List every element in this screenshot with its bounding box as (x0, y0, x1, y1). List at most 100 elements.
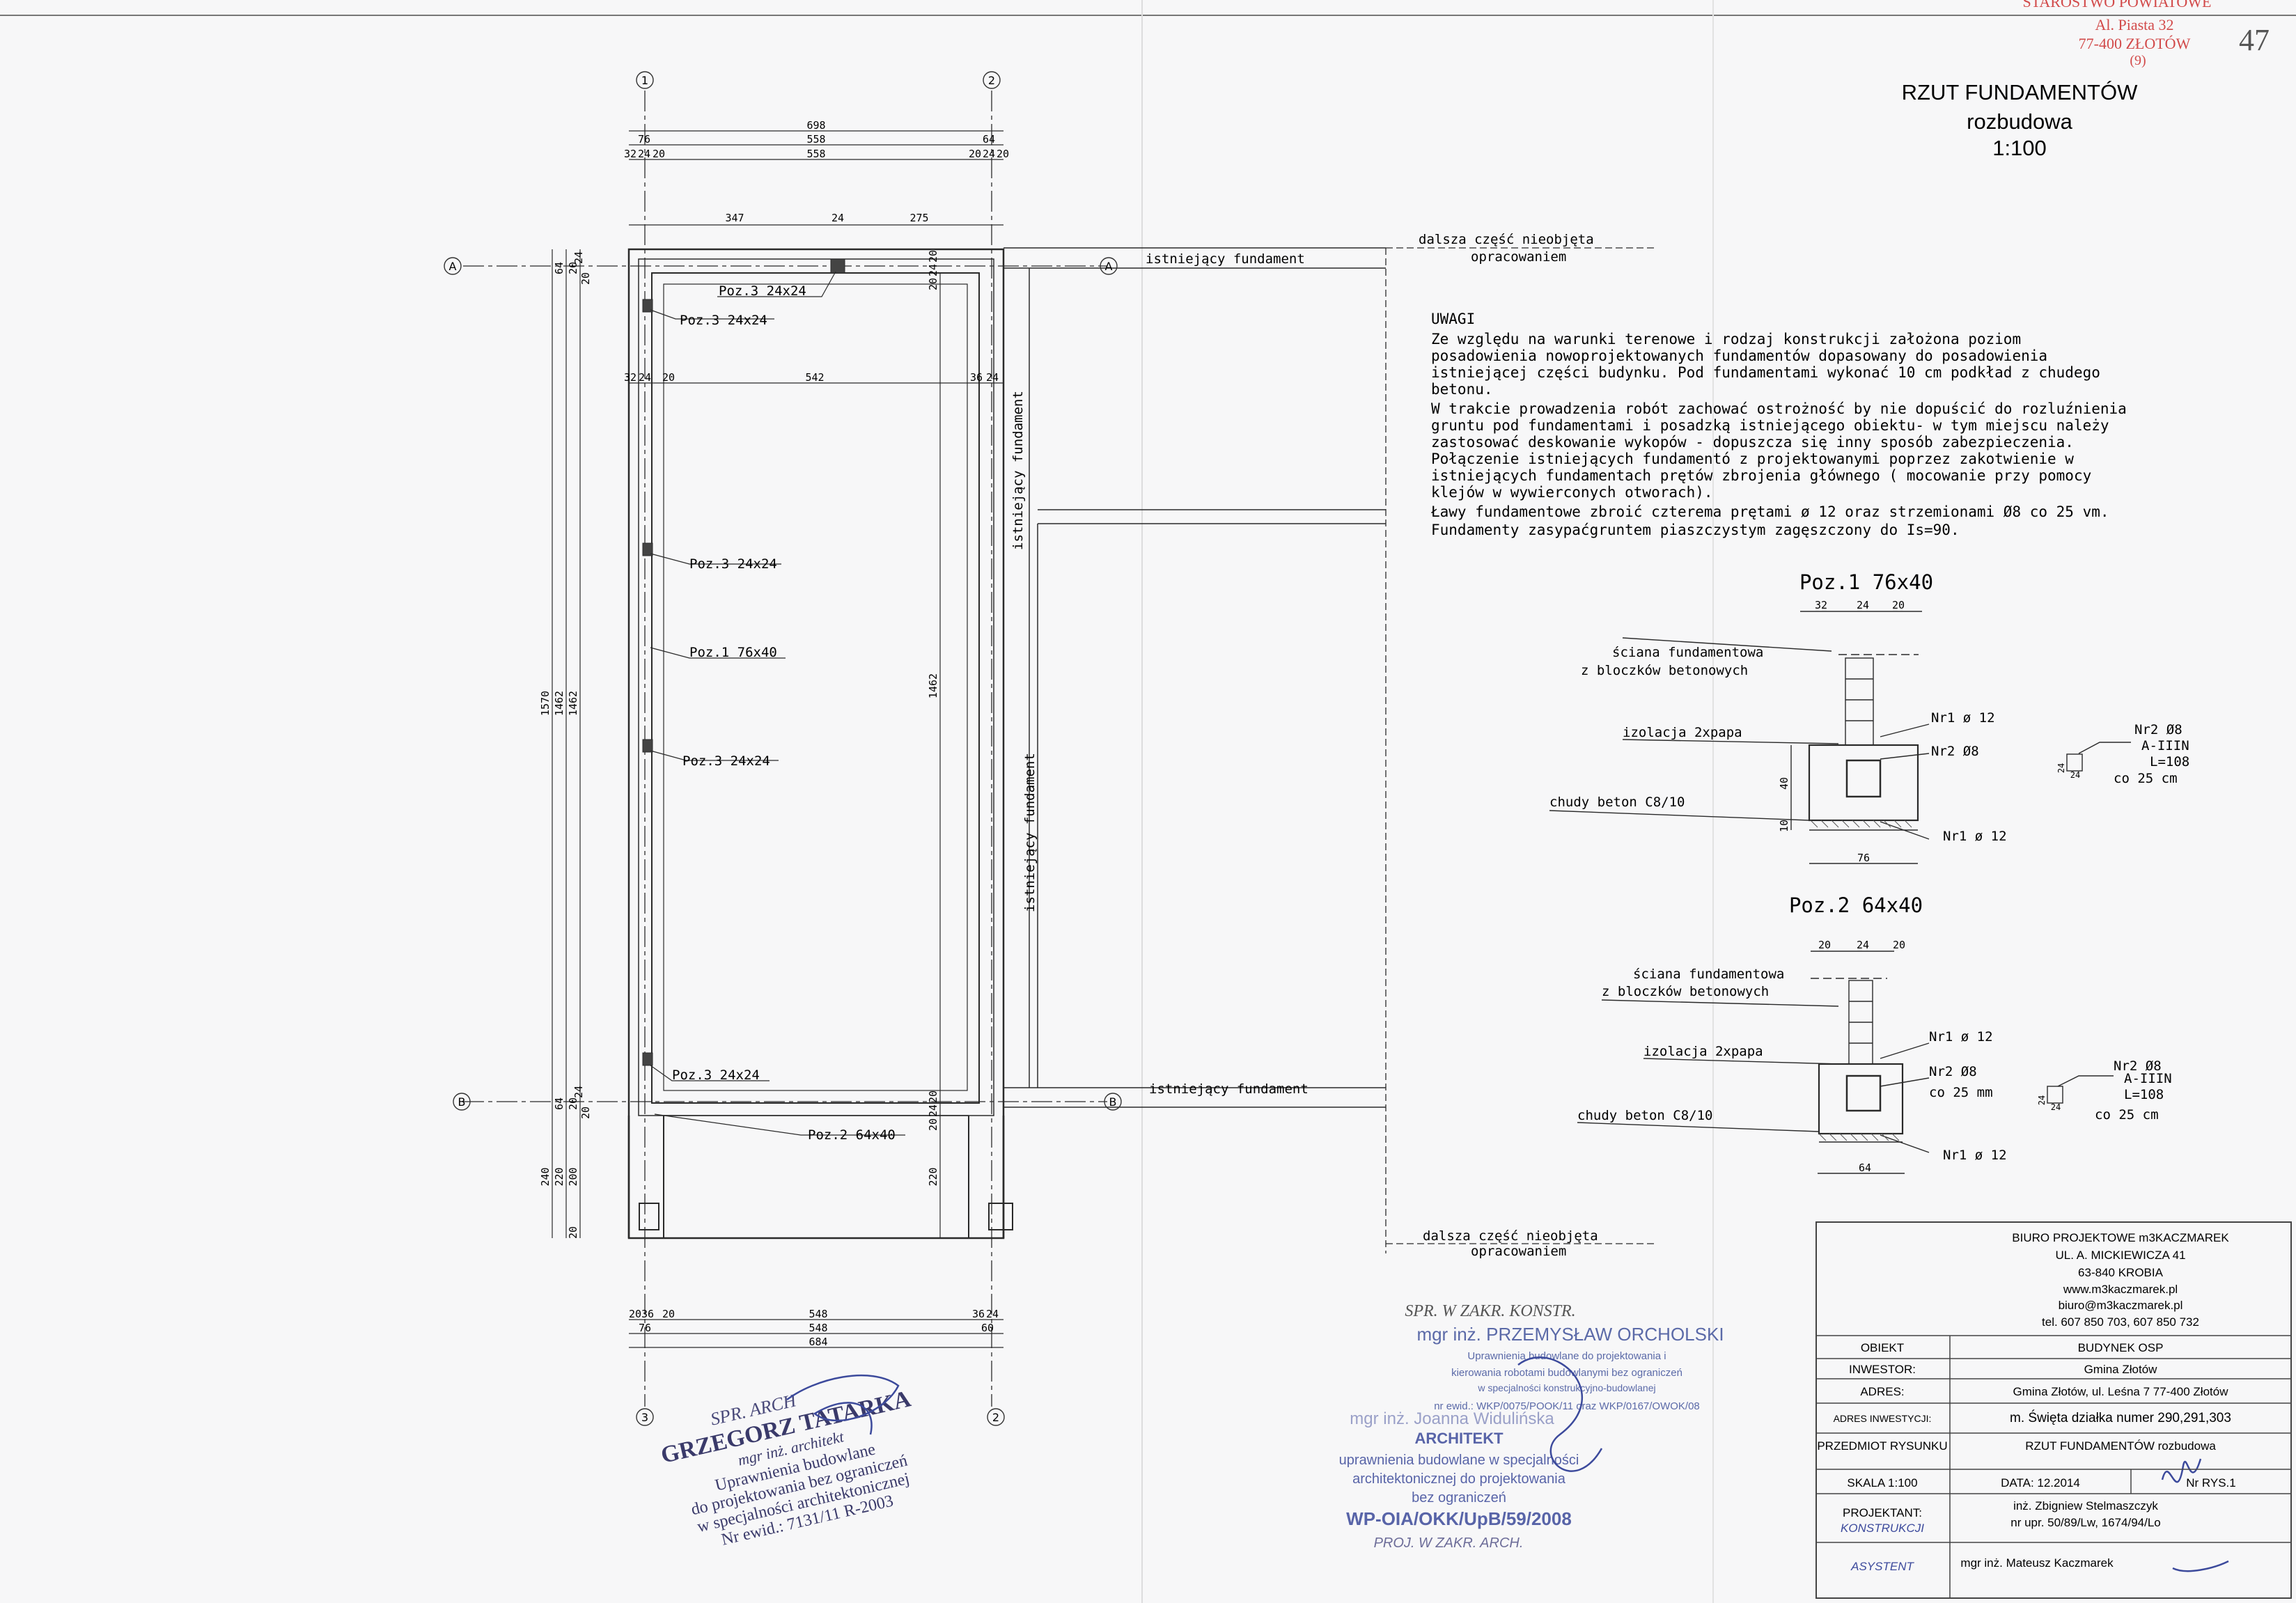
svg-text:76: 76 (639, 1322, 651, 1334)
svg-text:24: 24 (572, 1086, 585, 1098)
svg-text:W trakcie prowadzenia robót za: W trakcie prowadzenia robót zachować ost… (1431, 400, 2127, 417)
svg-text:ściana fundamentowa: ściana fundamentowa (1612, 645, 1763, 660)
svg-text:64: 64 (983, 133, 995, 146)
svg-text:Nr RYS.1: Nr RYS.1 (2186, 1476, 2236, 1489)
svg-text:A-IIIN: A-IIIN (2124, 1071, 2172, 1086)
svg-text:1570: 1570 (539, 691, 552, 716)
axis-1-label: 1 (641, 74, 648, 87)
svg-text:inż. Zbigniew Stelmaszczyk: inż. Zbigniew Stelmaszczyk (2013, 1499, 2158, 1512)
svg-text:558: 558 (806, 148, 825, 160)
svg-text:24: 24 (927, 1104, 939, 1117)
detail2-title: Poz.2 64x40 (1789, 893, 1923, 917)
svg-text:220: 220 (927, 1167, 939, 1186)
plan-dimensions: 698 76 558 64 32 24 20 558 20 24 20 347 … (624, 119, 1009, 1348)
svg-text:uprawnienia budowlane w specja: uprawnienia budowlane w specjalności (1339, 1453, 1579, 1468)
svg-text:A-IIIN: A-IIIN (2141, 738, 2189, 753)
notes-block: UWAGI Ze względu na warunki terenowe i r… (1430, 311, 2127, 538)
svg-text:BIURO PROJEKTOWE m3KACZMAREK: BIURO PROJEKTOWE m3KACZMAREK (2012, 1231, 2229, 1244)
axis-2-label: 2 (988, 74, 995, 87)
existing-foundation-label-top: istniejący fundament (1146, 251, 1305, 267)
poz1-label: Poz.1 76x40 (689, 645, 777, 660)
svg-text:20: 20 (1892, 599, 1905, 611)
svg-text:24: 24 (2070, 770, 2080, 780)
notes-heading: UWAGI (1431, 311, 1475, 327)
svg-text:Nr2 Ø8: Nr2 Ø8 (1931, 744, 1979, 759)
svg-text:BUDYNEK OSP: BUDYNEK OSP (2078, 1341, 2164, 1354)
stamp-architekt: mgr inż. Joanna Widulińska ARCHITEKT upr… (1339, 1409, 1579, 1551)
sheet-title: RZUT FUNDAMENTÓW rozbudowa 1:100 (1902, 80, 2138, 160)
svg-text:ściana fundamentowa: ściana fundamentowa (1633, 967, 1784, 982)
svg-text:76: 76 (1857, 852, 1870, 864)
svg-text:Nr2 Ø8: Nr2 Ø8 (2134, 722, 2182, 737)
svg-text:20: 20 (927, 1090, 939, 1103)
axis-A-right-label: A (1105, 260, 1113, 273)
title-block: BIURO PROJEKTOWE m3KACZMAREK UL. A. MICK… (1815, 1221, 2292, 1599)
sheet-number: 47 (2239, 23, 2270, 57)
svg-text:z bloczków betonowych: z bloczków betonowych (1581, 663, 1748, 678)
svg-text:klejów w wywierconych otworach: klejów w wywierconych otworach). (1431, 484, 1713, 501)
existing-foundation-label-vertical1: istniejący fundament (1010, 391, 1026, 550)
svg-text:Nr2 Ø8: Nr2 Ø8 (1929, 1064, 1977, 1079)
detail-poz2: Poz.2 64x40 20 24 (1577, 893, 2172, 1174)
svg-text:Gmina Złotów, ul. Leśna 7 77-4: Gmina Złotów, ul. Leśna 7 77-400 Złotów (2013, 1385, 2229, 1398)
svg-text:1462: 1462 (553, 691, 565, 716)
svg-text:20: 20 (567, 1097, 579, 1110)
svg-text:347: 347 (725, 212, 744, 224)
svg-text:77-400 ZŁOTÓW: 77-400 ZŁOTÓW (2079, 35, 2191, 52)
poz3-label-2: Poz.3 24x24 (680, 313, 767, 328)
svg-text:1462: 1462 (567, 691, 579, 716)
svg-text:548: 548 (809, 1308, 827, 1320)
svg-text:mgr inż. Mateusz Kaczmarek: mgr inż. Mateusz Kaczmarek (1960, 1556, 2114, 1570)
svg-text:20: 20 (662, 1308, 675, 1320)
svg-text:izolacja 2xpapa: izolacja 2xpapa (1623, 725, 1742, 740)
svg-text:548: 548 (809, 1322, 827, 1334)
svg-text:PROJ. W ZAKR. ARCH.: PROJ. W ZAKR. ARCH. (1374, 1535, 1524, 1551)
svg-text:24: 24 (1857, 599, 1869, 611)
svg-text:1462: 1462 (927, 673, 939, 698)
poz3-label-3: Poz.3 24x24 (689, 556, 777, 572)
svg-text:OBIEKT: OBIEKT (1861, 1341, 1904, 1354)
svg-text:24: 24 (927, 264, 939, 276)
svg-text:24: 24 (2051, 1102, 2061, 1112)
svg-text:Uprawnienia budowlane do proje: Uprawnienia budowlane do projektowania i (1467, 1350, 1666, 1362)
svg-text:64: 64 (553, 1097, 565, 1110)
svg-text:m. Święta działka numer 290,29: m. Święta działka numer 290,291,303 (2010, 1410, 2231, 1425)
svg-text:20: 20 (579, 1107, 592, 1119)
svg-text:24: 24 (986, 1308, 999, 1320)
svg-text:24: 24 (2037, 1095, 2047, 1105)
svg-text:32: 32 (624, 371, 637, 384)
svg-text:64: 64 (1859, 1162, 1871, 1174)
svg-text:24: 24 (831, 212, 844, 224)
axis-2-bottom-label: 2 (992, 1411, 999, 1424)
svg-text:nr upr. 50/89/Lw, 1674/94/Lo: nr upr. 50/89/Lw, 1674/94/Lo (2010, 1516, 2161, 1529)
svg-text:INWESTOR:: INWESTOR: (1849, 1363, 1916, 1376)
existing-foundation-label-bottom: istniejący fundament (1149, 1081, 1309, 1097)
plan-labels: istniejący fundament istniejący fundamen… (672, 232, 1598, 1259)
svg-text:Al. Piasta 32: Al. Piasta 32 (2095, 16, 2173, 33)
detail1-title: Poz.1 76x40 (1799, 570, 1933, 594)
plan-vertical-dimensions: 1570 1462 1462 64 20 24 20 64 20 24 20 2… (539, 250, 939, 1239)
axis-B-label: B (458, 1095, 466, 1109)
svg-text:L=108: L=108 (2124, 1087, 2164, 1102)
svg-text:w specjalności konstrukcyjno-b: w specjalności konstrukcyjno-budowlanej (1477, 1382, 1655, 1393)
svg-text:ADRES:: ADRES: (1860, 1385, 1904, 1398)
not-included-label-bottom: dalsza część nieobjęta (1423, 1228, 1598, 1244)
svg-text:SKALA 1:100: SKALA 1:100 (1847, 1476, 1917, 1489)
svg-text:izolacja 2xpapa: izolacja 2xpapa (1643, 1044, 1763, 1059)
signatures (786, 1356, 2229, 1572)
svg-text:STAROSTWO POWIATOWE: STAROSTWO POWIATOWE (2023, 0, 2212, 10)
svg-text:mgr inż. PRZEMYSŁAW ORCHOLSKI: mgr inż. PRZEMYSŁAW ORCHOLSKI (1416, 1324, 1724, 1345)
svg-text:200: 200 (567, 1167, 579, 1186)
svg-text:www.m3kaczmarek.pl: www.m3kaczmarek.pl (2063, 1283, 2178, 1296)
svg-text:32: 32 (1815, 599, 1827, 611)
svg-text:36: 36 (641, 1308, 654, 1320)
svg-text:L=108: L=108 (2150, 754, 2189, 769)
svg-text:60: 60 (981, 1322, 994, 1334)
svg-text:20: 20 (1818, 939, 1831, 951)
svg-text:Ze względu na warunki terenowe: Ze względu na warunki terenowe i rodzaj … (1431, 331, 2021, 347)
svg-text:KONSTRUKCJI: KONSTRUKCJI (1841, 1522, 1924, 1535)
svg-text:240: 240 (539, 1167, 552, 1186)
svg-text:ADRES INWESTYCJI:: ADRES INWESTYCJI: (1834, 1413, 1932, 1424)
svg-text:PROJEKTANT:: PROJEKTANT: (1843, 1506, 1922, 1519)
